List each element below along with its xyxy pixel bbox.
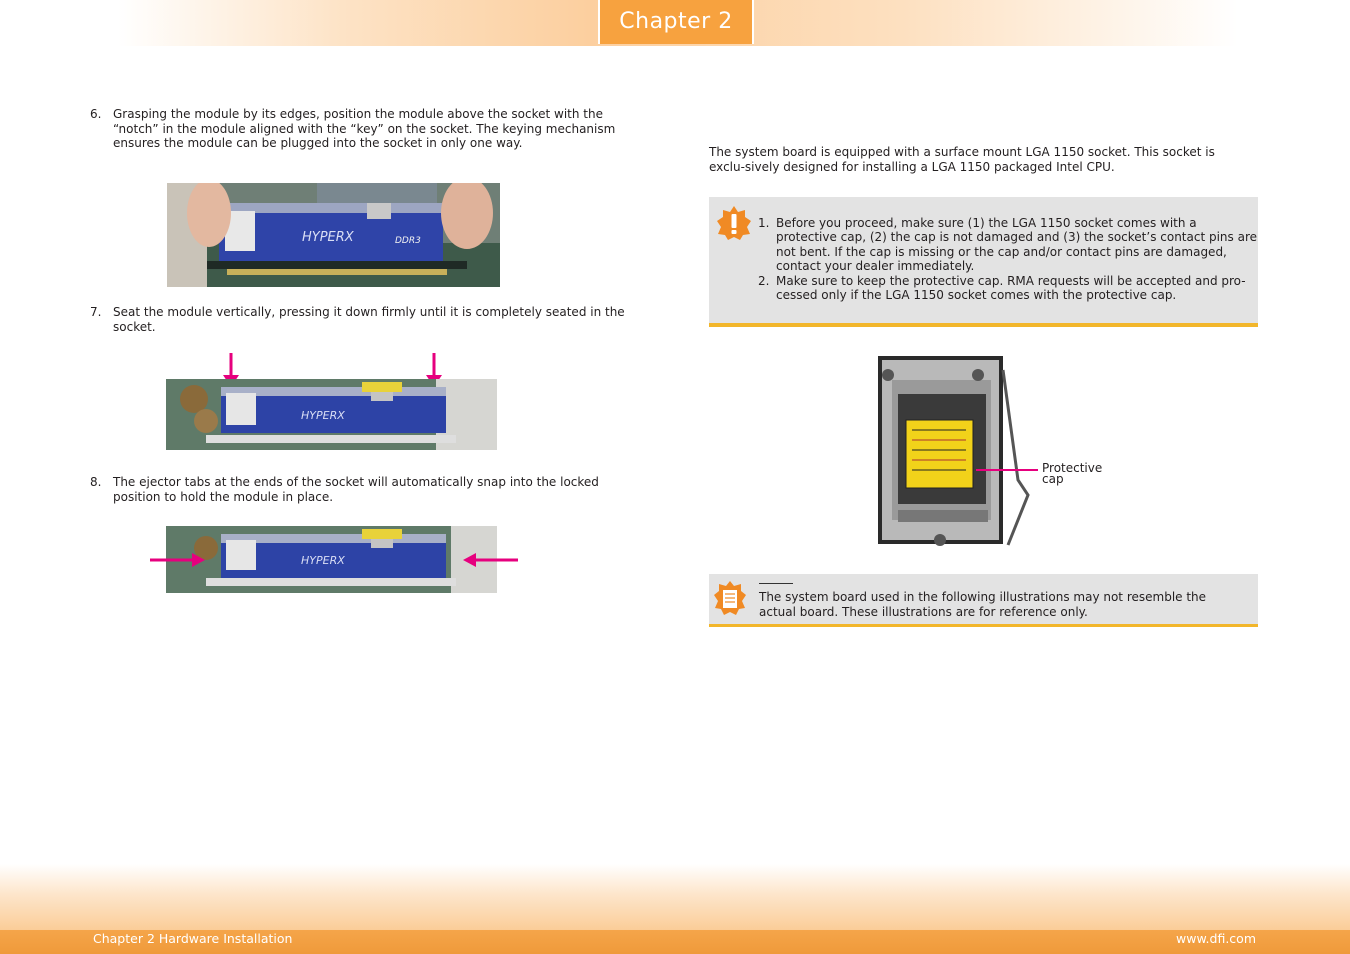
protective-cap-label: Protective cap xyxy=(1042,461,1103,486)
step-number: 7. xyxy=(90,305,102,319)
memory-insertion-photo: HYPERX DDR3 xyxy=(167,183,500,287)
lga1150-socket-figure xyxy=(868,350,1043,554)
step-7: 7. Seat the module vertically, pressing … xyxy=(90,305,630,334)
note-icon xyxy=(714,581,746,615)
footer-bar: Chapter 2 Hardware Installation www.dfi.… xyxy=(0,930,1350,954)
step-text: The ejector tabs at the ends of the sock… xyxy=(113,475,599,504)
caution-list: 1. Before you proceed, make sure (1) the… xyxy=(758,216,1258,302)
caution-item-number: 2. xyxy=(758,273,770,288)
footer-band xyxy=(0,864,1350,930)
svg-text:DDR3: DDR3 xyxy=(395,236,421,246)
memory-seat-photo: HYPERX xyxy=(166,379,497,450)
caution-item-number: 1. xyxy=(758,216,770,230)
chapter-tab: Chapter 2 xyxy=(598,0,754,44)
exclamation-icon xyxy=(717,206,751,240)
note-box: The system board used in the following i… xyxy=(709,574,1258,627)
caution-item: 1. Before you proceed, make sure (1) the… xyxy=(758,216,1258,274)
svg-text:HYPERX: HYPERX xyxy=(301,554,345,567)
caution-item: 2. Make sure to keep the protective cap.… xyxy=(758,274,1258,303)
right-arrow-icon xyxy=(150,553,205,567)
step-number: 8. xyxy=(90,475,102,489)
svg-text:HYPERX: HYPERX xyxy=(302,230,355,245)
step-number: 6. xyxy=(90,107,102,121)
caution-box: 1. Before you proceed, make sure (1) the… xyxy=(709,197,1258,327)
note-text: The system board used in the following i… xyxy=(759,590,1207,619)
ejector-tabs-photo: HYPERX xyxy=(166,526,497,593)
step-6: 6. Grasping the module by its edges, pos… xyxy=(90,107,630,151)
caution-item-text: Before you proceed, make sure (1) the LG… xyxy=(776,216,1258,274)
svg-text:HYPERX: HYPERX xyxy=(301,409,345,422)
socket-intro-text: The system board is equipped with a surf… xyxy=(709,145,1215,174)
step-8: 8. The ejector tabs at the ends of the s… xyxy=(90,475,630,504)
caution-item-text: Make sure to keep the protective cap. RM… xyxy=(776,273,1246,303)
left-arrow-icon xyxy=(463,553,518,567)
step-text: Seat the module vertically, pressing it … xyxy=(113,305,625,334)
footer-website-link[interactable]: www.dfi.com xyxy=(1176,931,1256,946)
note-divider xyxy=(759,583,793,584)
footer-section-title: Chapter 2 Hardware Installation xyxy=(93,931,293,946)
step-text: Grasping the module by its edges, positi… xyxy=(113,107,616,150)
